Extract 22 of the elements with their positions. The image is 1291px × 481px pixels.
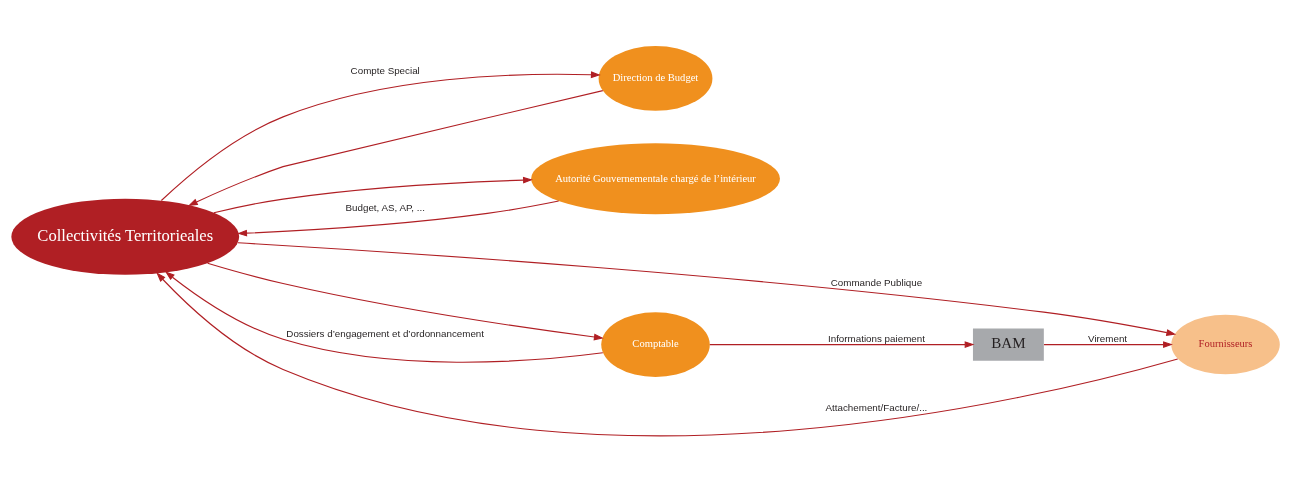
arrow [237,241,1177,336]
arrow [237,199,560,237]
arrow [709,340,975,348]
node-ellipse: Comptable [601,311,710,377]
arrow [213,176,533,213]
arrow [187,89,604,206]
edge-label: Virement [1088,332,1128,344]
arrow [165,270,604,363]
arrow [1043,340,1173,348]
arrow [156,271,1179,436]
edge-label: Informations paiement [827,332,925,344]
node-ellipse: Fournisseurs [1171,314,1280,374]
arrow [207,262,604,340]
edge-label: Dossiers d’engagement et d’ordonnancement [286,327,485,339]
edge-label: Commande Publique [830,276,923,288]
node-box: BAM [972,327,1044,361]
edge-label: Compte Special [350,64,420,76]
edge-label: Budget, AS, AP, ... [345,201,425,213]
edge-label: Attachement/Facture/... [825,401,928,413]
arrow [160,70,601,201]
node-ellipse: Direction de Budget [598,45,713,111]
node-ellipse: Autorité Gouvernementale chargé de l’intérieur [531,142,780,214]
